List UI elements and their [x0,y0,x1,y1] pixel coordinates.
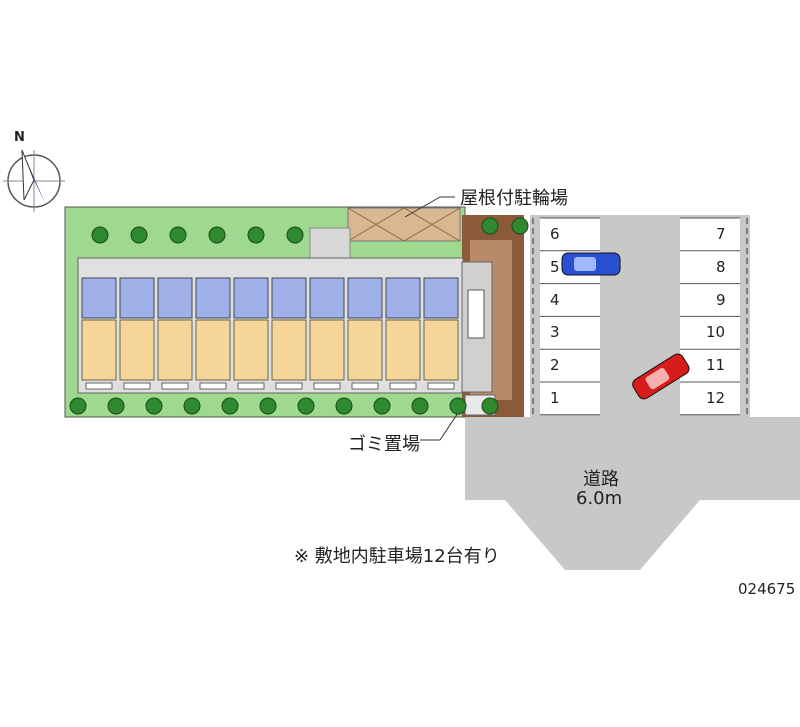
parking-stall-number: 9 [716,290,726,309]
red-car [632,353,690,400]
parking-stall-number: 8 [716,257,726,276]
unit-entry [195,277,231,319]
road-area [465,417,800,570]
tree [335,397,353,415]
tree [221,397,239,415]
compass-north-label: N [14,130,25,145]
unit-entry [271,277,307,319]
garbage-label: ゴミ置場 [348,434,420,455]
tree [208,226,226,244]
unit-entry [81,277,117,319]
parking-stall-number: 1 [550,389,560,407]
tree [481,397,499,415]
unit-entry [157,277,193,319]
parking-stall-number: 10 [706,323,726,342]
tree [297,397,315,415]
tree [411,397,429,415]
parking-note: ※ 敷地内駐車場12台有り [294,546,500,567]
parking-stall-number: 6 [550,225,560,243]
unit-entry [233,277,269,319]
tree [373,397,391,415]
tree [91,226,109,244]
unit-entry [119,277,155,319]
unit-room [119,319,155,381]
tree [481,217,499,235]
tree [107,397,125,415]
parking-stall-number: 3 [550,323,560,342]
unit-room [233,319,269,381]
unit-room [157,319,193,381]
unit-room [347,319,383,381]
tree [130,226,148,244]
tree [183,397,201,415]
bicycle-parking-label: 屋根付駐輪場 [460,188,568,209]
tree [69,397,87,415]
unit-room [423,319,459,381]
bicycle-parking-roof [347,207,461,242]
tree [169,226,187,244]
parking-stall-number: 2 [550,356,560,375]
tree [286,226,304,244]
tree [259,397,277,415]
parking-stall-number: 4 [550,290,560,309]
blue-car [561,252,621,276]
compass-icon [3,149,65,212]
tree [145,397,163,415]
parking-stall-number: 7 [716,225,726,243]
unit-room [385,319,421,381]
tree [449,397,467,415]
tree [247,226,265,244]
unit-room [309,319,345,381]
unit-entry [385,277,421,319]
parking-stall-number: 11 [706,356,726,375]
unit-entry [347,277,383,319]
unit-room [195,319,231,381]
road-name-label: 道路 [583,469,619,490]
road-width-label: 6.0m [576,488,623,509]
tree [511,217,529,235]
unit-room [271,319,307,381]
unit-entry [309,277,345,319]
parking-stall-number: 5 [550,257,560,276]
unit-room [81,319,117,381]
parking-stall-number: 12 [706,389,726,407]
unit-entry [423,277,459,319]
property-id: 024675 [738,580,796,598]
